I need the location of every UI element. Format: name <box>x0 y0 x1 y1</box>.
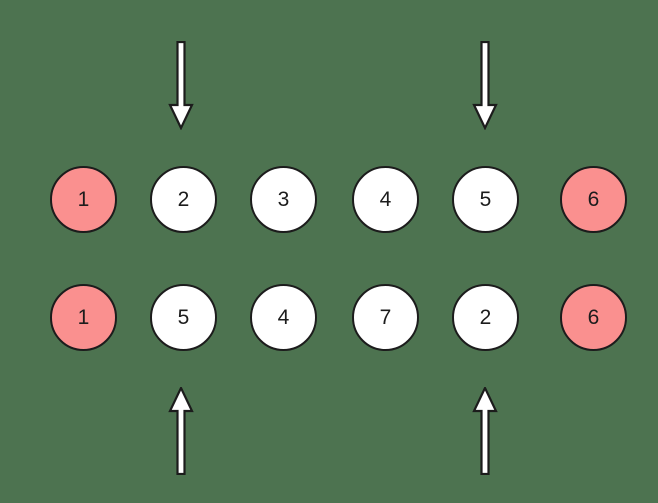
node-row1-col4[interactable]: 2 <box>452 284 519 351</box>
node-row1-col3[interactable]: 7 <box>352 284 419 351</box>
node-row1-col2[interactable]: 4 <box>250 284 317 351</box>
arrow-down-right-icon <box>468 41 502 130</box>
node-label: 1 <box>77 306 90 329</box>
node-label: 2 <box>479 306 492 329</box>
node-row0-col4[interactable]: 5 <box>452 166 519 233</box>
node-row1-col5[interactable]: 6 <box>560 284 627 351</box>
arrow-up-right-icon <box>468 387 502 475</box>
node-row0-col5[interactable]: 6 <box>560 166 627 233</box>
node-row1-col0[interactable]: 1 <box>50 284 117 351</box>
node-row0-col0[interactable]: 1 <box>50 166 117 233</box>
node-label: 5 <box>479 188 492 211</box>
node-label: 6 <box>587 188 600 211</box>
node-row1-col1[interactable]: 5 <box>150 284 217 351</box>
node-label: 7 <box>379 306 392 329</box>
node-row0-col3[interactable]: 4 <box>352 166 419 233</box>
node-row0-col1[interactable]: 2 <box>150 166 217 233</box>
arrow-down-left-icon <box>164 41 198 130</box>
node-row0-col2[interactable]: 3 <box>250 166 317 233</box>
node-label: 4 <box>379 188 392 211</box>
node-label: 4 <box>277 306 290 329</box>
node-label: 2 <box>177 188 190 211</box>
node-label: 6 <box>587 306 600 329</box>
node-label: 1 <box>77 188 90 211</box>
arrow-up-left-icon <box>164 387 198 475</box>
node-label: 5 <box>177 306 190 329</box>
node-label: 3 <box>277 188 290 211</box>
